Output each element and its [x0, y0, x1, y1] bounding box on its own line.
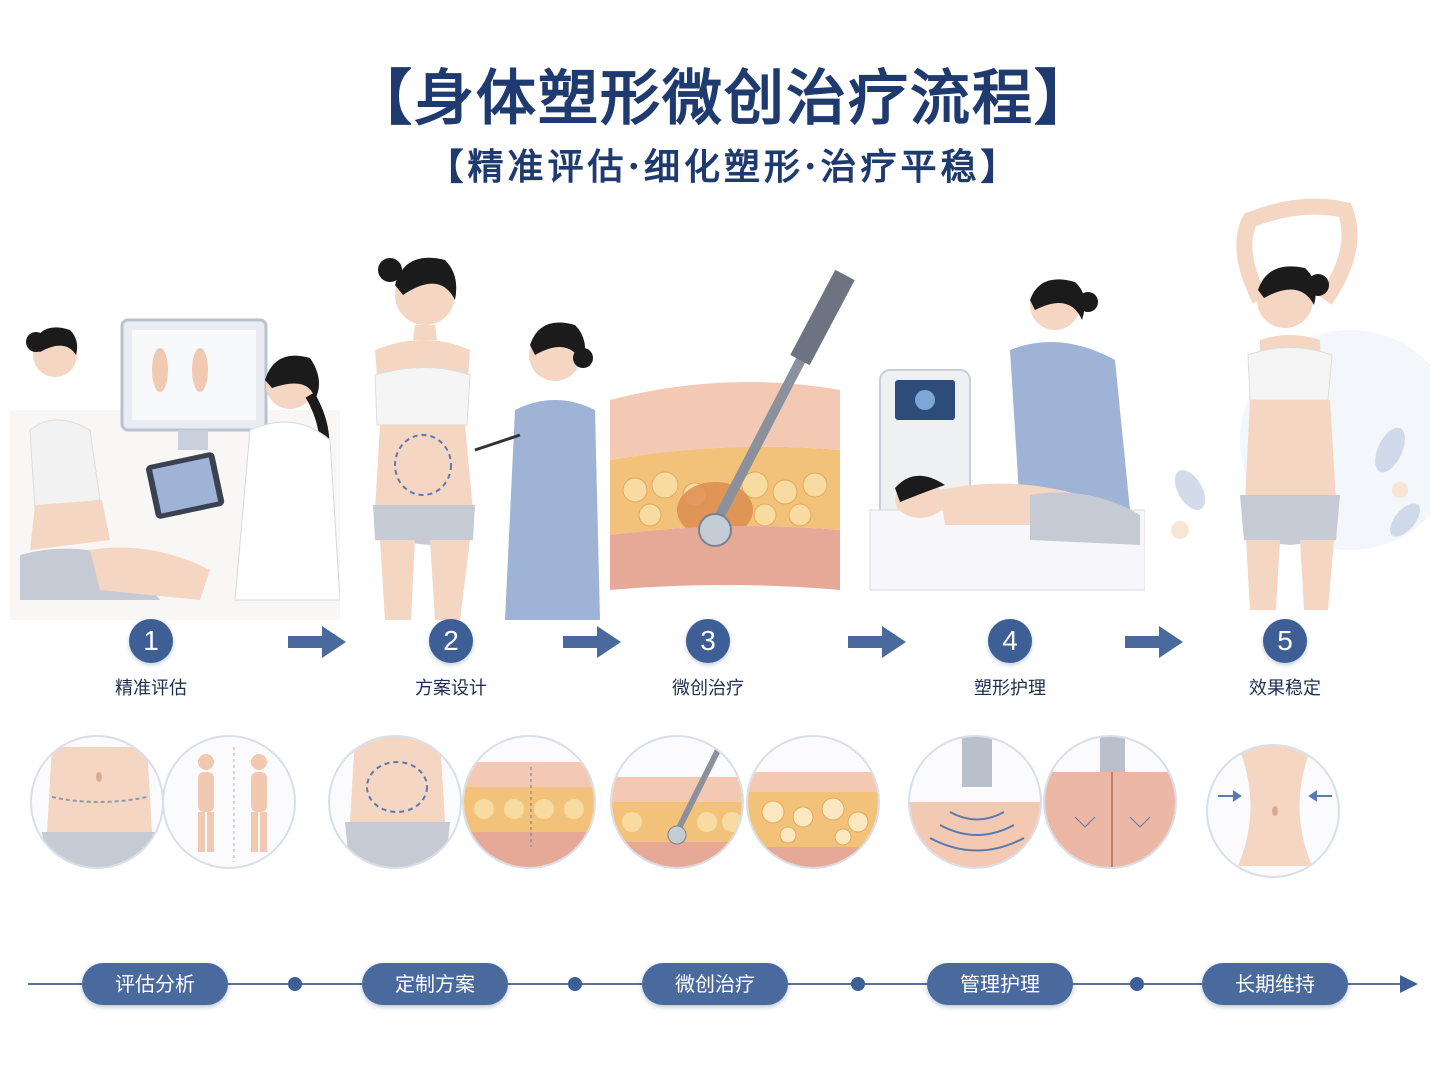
fat-layer-plan-circle	[462, 735, 596, 869]
step-4-number: 4	[988, 619, 1032, 663]
slim-waist-circle	[1206, 744, 1340, 878]
step-5-label: 效果稳定	[1249, 678, 1321, 699]
step-3-number: 3	[686, 619, 730, 663]
timeline-dot	[568, 977, 582, 991]
timeline-stage-4: 管理护理	[927, 963, 1073, 1005]
timeline-dot	[1130, 977, 1144, 991]
plan-design-illustration	[373, 257, 600, 620]
step-5-number: 5	[1263, 619, 1307, 663]
step-arrow-icon	[1125, 626, 1183, 658]
timeline-stage-2: 定制方案	[362, 963, 508, 1005]
timeline-stage-5: 长期维持	[1202, 963, 1348, 1005]
marked-abdomen-circle	[328, 735, 462, 869]
tissue-repair-circle	[1043, 735, 1177, 869]
cannula-insertion-circle	[610, 735, 744, 869]
step-1-number: 1	[129, 619, 173, 663]
page-subtitle: 【精准评估·细化塑形·治疗平稳】	[427, 146, 1021, 188]
step-arrow-icon	[848, 626, 906, 658]
treatment-illustration	[610, 270, 855, 590]
step-arrow-icon	[563, 626, 621, 658]
timeline-dot	[288, 977, 302, 991]
page-title: 【身体塑形微创治疗流程】	[352, 64, 1096, 134]
timeline-stage-3: 微创治疗	[642, 963, 788, 1005]
timeline-dot	[851, 977, 865, 991]
shaping-care-illustration	[869, 279, 1145, 591]
step-2-number: 2	[429, 619, 473, 663]
step-3-label: 微创治疗	[672, 678, 744, 699]
timeline-stage-1: 评估分析	[82, 963, 228, 1005]
body-scan-circle	[162, 735, 296, 869]
stable-result-illustration	[1171, 198, 1430, 610]
step-arrow-icon	[288, 626, 346, 658]
device-waves-circle	[908, 735, 1042, 869]
step-2-label: 方案设计	[415, 678, 487, 699]
step-1-label: 精准评估	[115, 678, 187, 699]
assessment-illustration	[10, 318, 340, 620]
step-4-label: 塑形护理	[974, 678, 1046, 699]
fat-breakdown-circle	[746, 735, 880, 869]
waist-measure-circle	[30, 735, 164, 869]
